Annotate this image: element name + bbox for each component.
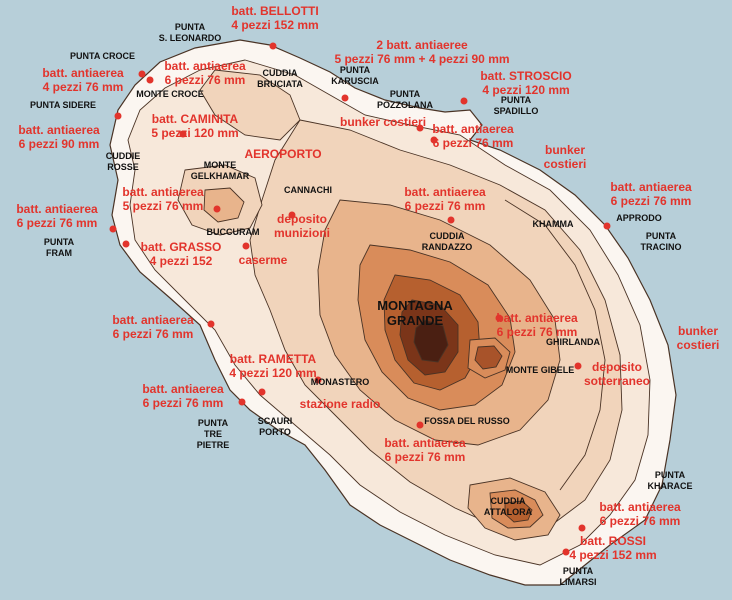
label-cannachi: CANNACHI	[284, 185, 332, 195]
marker-rossi	[562, 548, 570, 556]
annot-antiaerea-pozzolana: batt. antiaerea 6 pezzi 76 mm	[432, 122, 514, 150]
label-cuddia-bruciata: CUDDIA BRUCIATA	[257, 68, 303, 89]
label-buccuram: BUCCURAM	[206, 227, 260, 237]
marker-antiaerea-approdo	[603, 222, 611, 230]
annot-deposito-munizioni: deposito munizioni	[274, 212, 330, 240]
label-fossa-del-russo: FOSSA DEL RUSSO	[424, 416, 510, 426]
marker-antiaerea-monte-croce	[146, 76, 154, 84]
annot-antiaerea-fossa: batt. antiaerea 6 pezzi 76 mm	[384, 436, 466, 464]
marker-antiaerea-fram	[109, 225, 117, 233]
label-cuddia-attalora: CUDDIA ATTALORA	[483, 496, 533, 517]
annot-antiaerea-ghirlanda: batt. antiaerea 6 pezzi 76 mm	[496, 311, 578, 339]
label-approdo: APPRODO	[616, 213, 662, 223]
marker-antiaeree-north	[341, 94, 349, 102]
annot-rossi: batt. ROSSI 4 pezzi 152 mm	[569, 534, 657, 562]
contour-east-ridge	[504, 199, 606, 491]
annot-stazione-radio: stazione radio	[299, 397, 381, 411]
annot-antiaerea-gelkhamar: batt. antiaerea 5 pezzi 76 mm	[122, 185, 204, 213]
site-markers	[109, 42, 611, 556]
marker-antiaerea-sidere	[114, 112, 122, 120]
label-punta-limarsi: PUNTA LIMARSI	[559, 566, 597, 587]
marker-antiaerea-ghirlanda	[495, 314, 503, 322]
label-punta-tracino: PUNTA TRACINO	[640, 231, 682, 252]
annot-antiaerea-approdo: batt. antiaerea 6 pezzi 76 mm	[610, 180, 692, 208]
annot-antiaeree-north: 2 batt. antiaeree 5 pezzi 76 mm + 4 pezz…	[334, 38, 510, 66]
marker-bunker-pozzolana	[416, 124, 424, 132]
annot-antiaerea-monte-croce: batt. antiaerea 6 pezzi 76 mm	[164, 59, 246, 87]
label-monastero: MONASTERO	[310, 377, 370, 387]
label-cuddia-randazzo: CUDDIA RANDAZZO	[421, 231, 473, 252]
contour-gelkhamar-inner	[203, 187, 245, 223]
marker-antiaerea-kharace	[578, 524, 586, 532]
label-punta-fram: PUNTA FRAM	[43, 237, 75, 258]
marker-antiaerea-west	[207, 320, 215, 328]
marker-antiaerea-randazzo	[447, 216, 455, 224]
peak	[413, 319, 449, 363]
marker-stazione-radio	[314, 376, 322, 384]
label-punta-sidere: PUNTA SIDERE	[30, 100, 97, 110]
contour-gibele-2	[474, 345, 503, 370]
label-punta-tre-pietre: PUNTA TRE PIETRE	[196, 418, 230, 450]
annot-antiaerea-sidere: batt. antiaerea 6 pezzi 90 mm	[18, 123, 100, 151]
label-montagna-grande: MONTAGNA GRANDE	[377, 298, 453, 328]
label-monte-gelkhamar: MONTE GELKHAMAR	[190, 160, 250, 181]
label-cuddie-rosse: CUDDIE ROSSE	[105, 151, 141, 172]
annot-bunker-costieri-ne: bunker costieri	[543, 143, 587, 171]
marker-stroscio	[460, 97, 468, 105]
marker-antiaerea-pozzolana	[430, 136, 438, 144]
annot-antiaerea-tre-pietre: batt. antiaerea 6 pezzi 76 mm	[142, 382, 224, 410]
annot-stroscio: batt. STROSCIO 4 pezzi 120 mm	[480, 69, 572, 97]
label-monte-croce: MONTE CROCE	[136, 89, 204, 99]
annot-antiaerea-west: batt. antiaerea 6 pezzi 76 mm	[112, 313, 194, 341]
marker-antiaerea-gelkhamar	[213, 205, 221, 213]
label-ghirlanda: GHIRLANDA	[546, 337, 600, 347]
marker-caminita	[179, 130, 187, 138]
marker-antiaerea-fossa	[416, 421, 424, 429]
label-punta-kharace: PUNTA KHARACE	[647, 470, 693, 491]
label-punta-spadillo: PUNTA SPADILLO	[493, 95, 539, 116]
island-contours	[109, 39, 677, 586]
annot-antiaerea-randazzo: batt. antiaerea 6 pezzi 76 mm	[404, 185, 486, 213]
annot-antiaerea-fram: batt. antiaerea 6 pezzi 76 mm	[16, 202, 98, 230]
marker-deposito-sotterraneo	[574, 362, 582, 370]
marker-caserme	[242, 242, 250, 250]
label-punta-karuscia: PUNTA KARUSCIA	[331, 65, 379, 86]
marker-deposito-munizioni	[288, 211, 296, 219]
marker-bellotti	[269, 42, 277, 50]
annot-grasso: batt. GRASSO 4 pezzi 152	[140, 240, 222, 268]
contour-attalora-3	[504, 500, 533, 523]
marker-antiaerea-tre-pietre	[238, 398, 246, 406]
annot-bellotti: batt. BELLOTTI 4 pezzi 152 mm	[231, 4, 319, 32]
annot-caminita: batt. CAMINITA 5 pezzi 120 mm	[151, 112, 239, 140]
annot-bunker-costieri-east: bunker costieri	[676, 324, 720, 352]
annot-antiaerea-croce: batt. antiaerea 4 pezzi 76 mm	[42, 66, 124, 94]
contour-north	[199, 69, 301, 141]
marker-rametta	[258, 388, 266, 396]
annot-rametta: batt. RAMETTA 4 pezzi 120 mm	[229, 352, 317, 380]
label-punta-pozzolana: PUNTA POZZOLANA	[377, 89, 433, 110]
label-scauri-porto: SCAURI PORTO	[257, 416, 293, 437]
annot-aeroporto: AEROPORTO	[244, 147, 322, 161]
annot-antiaerea-kharace: batt. antiaerea 6 pezzi 76 mm	[599, 500, 681, 528]
label-monte-gibele: MONTE GIBELE	[505, 365, 575, 375]
label-khamma: KHAMMA	[532, 219, 574, 229]
annot-bunker-pozzolana: bunker costieri	[340, 115, 427, 129]
marker-antiaerea-croce	[138, 70, 146, 78]
label-punta-s-leonardo: PUNTA S. LEONARDO	[158, 22, 222, 43]
annot-deposito-sotterraneo: deposito sotterraneo	[583, 360, 651, 388]
label-punta-croce: PUNTA CROCE	[70, 51, 135, 61]
annot-caserme: caserme	[238, 253, 288, 267]
marker-grasso	[122, 240, 130, 248]
